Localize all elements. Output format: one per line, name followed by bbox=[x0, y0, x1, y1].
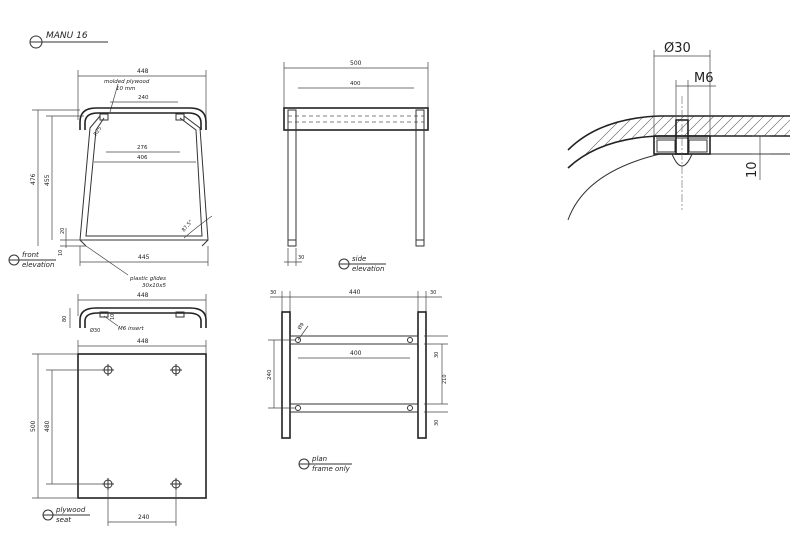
plan-dim-phi: Ø9 bbox=[296, 321, 306, 331]
side-dim-500: 500 bbox=[350, 60, 362, 67]
side-elevation-view: 500 400 30 side elevation bbox=[283, 60, 429, 273]
front-view-label-bottom: elevation bbox=[22, 261, 54, 269]
seat-dim-240: 240 bbox=[138, 514, 150, 521]
plan-dim-400: 400 bbox=[350, 350, 362, 357]
front-note-glides-size: 30x10x5 bbox=[142, 283, 167, 289]
front-note-plywood: molded plywood bbox=[104, 79, 150, 85]
plan-dim-240: 240 bbox=[267, 369, 273, 380]
plan-dim-30-b: 30 bbox=[434, 420, 440, 426]
plan-view-label-top: plan bbox=[311, 455, 327, 463]
detail-dim-d30: Ø30 bbox=[664, 41, 691, 56]
seat-profile-note-insert: M6 insert bbox=[118, 326, 145, 332]
seat-dim-448: 448 bbox=[137, 338, 149, 345]
seat-profile-dim-10: 10 bbox=[110, 314, 116, 320]
plan-dim-440: 440 bbox=[349, 289, 361, 296]
front-dim-20: 20 bbox=[60, 228, 66, 234]
front-dim-476: 476 bbox=[30, 173, 37, 185]
seat-view-label-bottom: seat bbox=[56, 516, 71, 524]
side-view-label-top: side bbox=[352, 255, 366, 263]
plywood-seat-view: 448 500 480 240 plywood seat bbox=[30, 338, 207, 526]
seat-view-label-top: plywood bbox=[55, 506, 86, 514]
drawing-title: MANU 16 bbox=[46, 31, 88, 41]
detail-dim-m6: M6 bbox=[694, 71, 714, 86]
front-dim-10: 10 bbox=[58, 250, 64, 256]
front-note-glides: plastic glides bbox=[129, 276, 166, 282]
plan-dim-30-right: 30 bbox=[430, 290, 436, 296]
front-elevation-view: 448 molded plywood 10 mm 240 R25 276 406… bbox=[8, 68, 213, 289]
seat-profile-dim-448: 448 bbox=[137, 292, 149, 299]
plan-dim-30-a: 30 bbox=[434, 352, 440, 358]
front-dim-445: 445 bbox=[138, 254, 150, 261]
insert-detail-view: Ø30 M6 10 bbox=[567, 41, 790, 221]
front-dim-455: 455 bbox=[44, 174, 51, 186]
seat-dim-500: 500 bbox=[30, 420, 37, 432]
seat-profile-dim-80: 80 bbox=[62, 316, 68, 322]
seat-profile-view: 448 80 Ø30 10 M6 insert bbox=[62, 292, 207, 334]
plan-view: 30 440 30 Ø9 400 240 30 210 30 plan fram… bbox=[267, 289, 448, 473]
seat-profile-dim-30: Ø30 bbox=[90, 327, 100, 334]
front-dim-r25: R25 bbox=[93, 126, 104, 138]
side-dim-400: 400 bbox=[350, 81, 361, 87]
plan-view-label-bottom: frame only bbox=[312, 465, 351, 473]
front-note-thickness: 10 mm bbox=[116, 86, 135, 92]
front-dim-406: 406 bbox=[137, 155, 148, 161]
front-dim-448: 448 bbox=[137, 68, 149, 75]
front-dim-240: 240 bbox=[138, 95, 149, 101]
front-view-label-top: front bbox=[22, 251, 39, 259]
front-dim-276: 276 bbox=[137, 145, 148, 151]
side-view-label-bottom: elevation bbox=[352, 265, 384, 273]
side-dim-30: 30 bbox=[298, 255, 304, 261]
seat-insert-holes bbox=[102, 364, 182, 490]
plan-dim-210: 210 bbox=[442, 374, 448, 384]
detail-dim-10: 10 bbox=[745, 161, 760, 178]
title-block: MANU 16 bbox=[29, 31, 108, 49]
plan-dim-30-left: 30 bbox=[270, 290, 276, 296]
seat-dim-480: 480 bbox=[44, 420, 51, 432]
